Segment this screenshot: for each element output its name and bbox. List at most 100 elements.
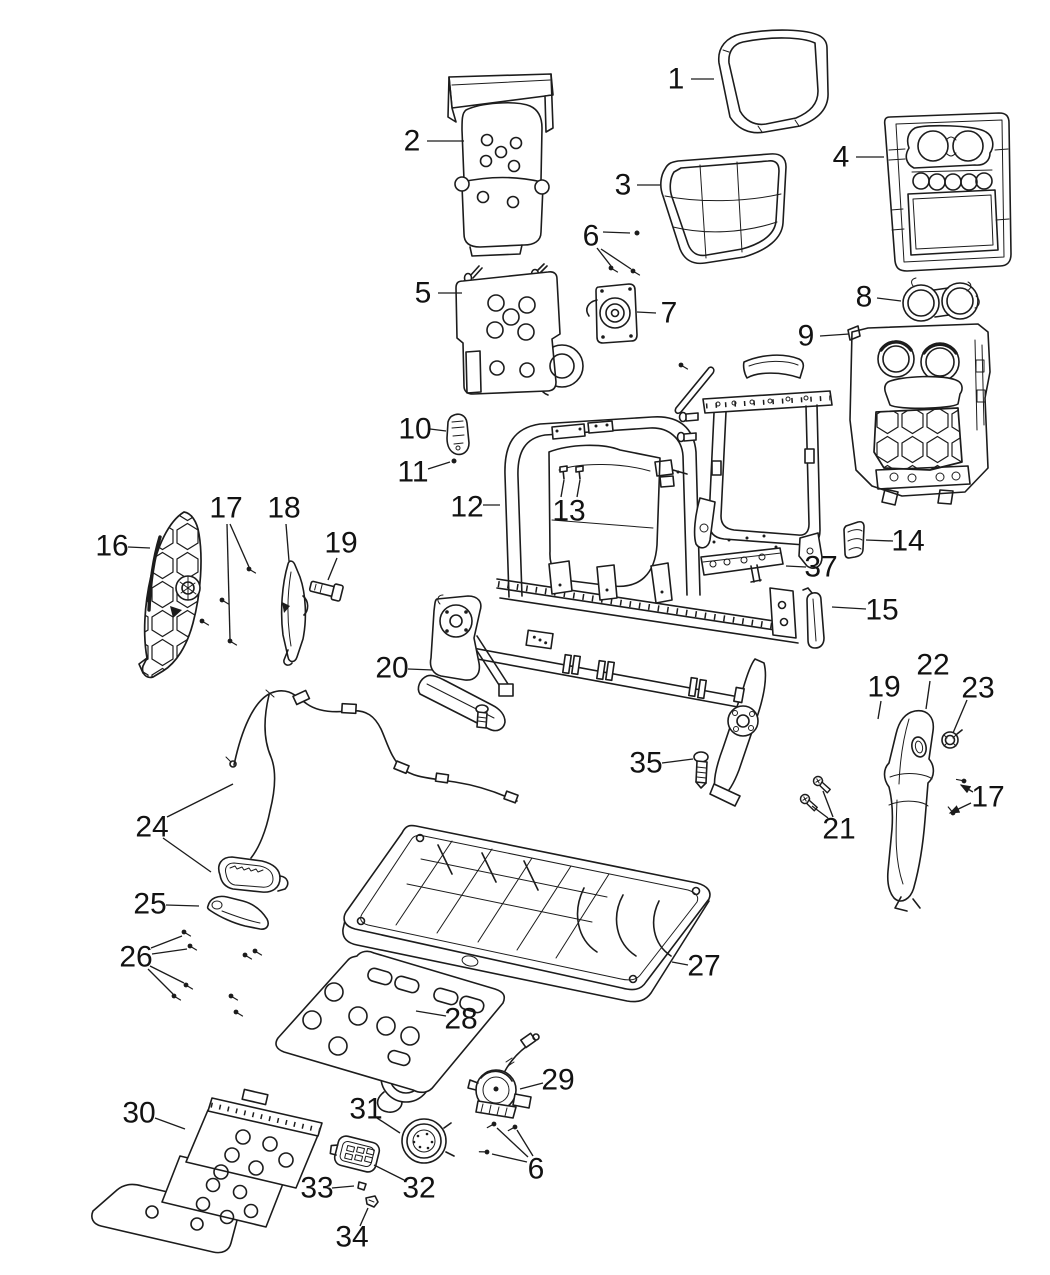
part-2-backrest-board [447,73,554,257]
callout-label-20: 20 [375,652,408,685]
callout-label-31: 31 [349,1093,382,1126]
part-25-strap-handle [206,895,269,930]
callout-label-19b: 19 [867,671,900,704]
leader-line-31-0 [376,1117,401,1134]
part-27-cushion-pan [342,824,711,1003]
callout-label-6b: 6 [528,1153,545,1186]
callout-label-32: 32 [402,1172,435,1205]
leader-line-25-0 [165,904,200,907]
part-21-bolts [797,774,834,813]
center-backrest-frame [674,354,833,569]
part-17-screws-left [199,565,257,646]
part-6-screws-upper [607,230,641,276]
part-22-side-shield-right [883,709,935,912]
part-3-grid-panel [660,153,787,265]
leader-line-6b-2 [491,1153,528,1163]
leader-line-30-0 [154,1117,186,1130]
part-13-screws [559,465,584,480]
part-24-release-cables [217,689,519,893]
callout-label-35: 35 [629,747,662,780]
leader-line-28-0 [415,1010,447,1017]
part-18-pivot-bracket-left [280,560,309,666]
leader-line-6a-2 [600,248,632,270]
callout-label-5: 5 [415,277,432,310]
leader-line-6a-0 [602,231,631,234]
callout-label-8: 8 [856,281,873,314]
callout-label-17a: 17 [209,492,242,525]
callout-label-21: 21 [822,813,855,846]
leader-line-10-0 [429,428,447,432]
part-8-cupholder-insert [902,277,980,322]
part-7-latch-actuator [586,283,638,344]
callout-label-15: 15 [865,594,898,627]
leader-line-18-0 [285,523,290,562]
leader-line-14-0 [865,539,894,542]
leader-line-7-0 [636,311,657,314]
callout-label-22: 22 [916,649,949,682]
part-5-panel-with-duct [455,263,584,396]
part-20-riser-crossmember [417,594,767,807]
callout-label-4: 4 [833,141,850,174]
leader-line-17b-1 [948,802,972,814]
part-33-clip [357,1181,367,1191]
leader-line-29-0 [519,1082,544,1090]
callout-label-2: 2 [404,125,421,158]
callout-label-13: 13 [552,495,585,528]
leader-line-6a-1 [596,247,612,267]
leader-line-21-0 [822,790,834,818]
callout-label-7: 7 [661,297,678,330]
callout-label-34: 34 [335,1221,368,1254]
part-28-cushion-panel-duct [275,950,506,1113]
callout-label-10: 10 [398,413,431,446]
leader-line-17a-1 [226,523,231,640]
leader-line-9-0 [819,333,850,337]
callout-label-33: 33 [300,1172,333,1205]
callout-label-26: 26 [119,941,152,974]
callout-label-17b: 17 [971,781,1004,814]
callout-label-12: 12 [450,491,483,524]
leader-line-26-1 [151,948,188,955]
leader-line-13-0 [560,479,565,498]
leader-line-19b-0 [877,700,882,720]
leader-line-23-0 [952,699,968,734]
leader-line-8-0 [876,297,902,302]
part-34-clip [365,1195,379,1208]
callout-label-28: 28 [444,1003,477,1036]
leader-line-26-3 [147,968,174,995]
callout-label-6a: 6 [583,220,600,253]
callout-label-18: 18 [267,492,300,525]
part-12-seatback-frame [496,416,819,646]
leader-line-6b-1 [516,1129,534,1157]
leader-line-16-0 [127,546,151,549]
leader-line-35-0 [661,758,694,764]
leader-line-19a-0 [327,557,338,581]
part-11-screw [451,458,457,464]
callout-label-11: 11 [397,456,428,489]
leader-line-27-0 [671,961,689,966]
part-14-pivot-cover [843,520,865,559]
part-16-side-shield-left [138,511,202,679]
callout-label-19a: 19 [324,527,357,560]
part-29-position-sensor [467,1032,540,1119]
callout-label-9: 9 [798,320,815,353]
leader-line-17b-0 [959,784,974,794]
leader-line-22-0 [925,680,931,710]
leader-line-37-0 [785,565,807,568]
part-9-armrest-cupholder-frame [847,323,991,506]
leader-line-21-1 [811,805,829,819]
part-31-ring-grommet [401,1118,455,1164]
part-35-bolt [693,751,709,789]
part-32-vent-grate [329,1135,381,1173]
callout-label-27: 27 [687,950,720,983]
part-19-bolt-left [308,580,344,602]
leader-line-15-0 [831,606,867,610]
leader-line-17a-0 [229,523,250,568]
leader-line-26-2 [149,965,185,984]
callout-label-14: 14 [891,525,924,558]
leader-line-34-0 [359,1207,369,1227]
part-30-cushion-mat-stack [91,1088,323,1254]
callout-label-37: 37 [804,551,837,584]
leader-line-6b-0 [496,1127,529,1158]
